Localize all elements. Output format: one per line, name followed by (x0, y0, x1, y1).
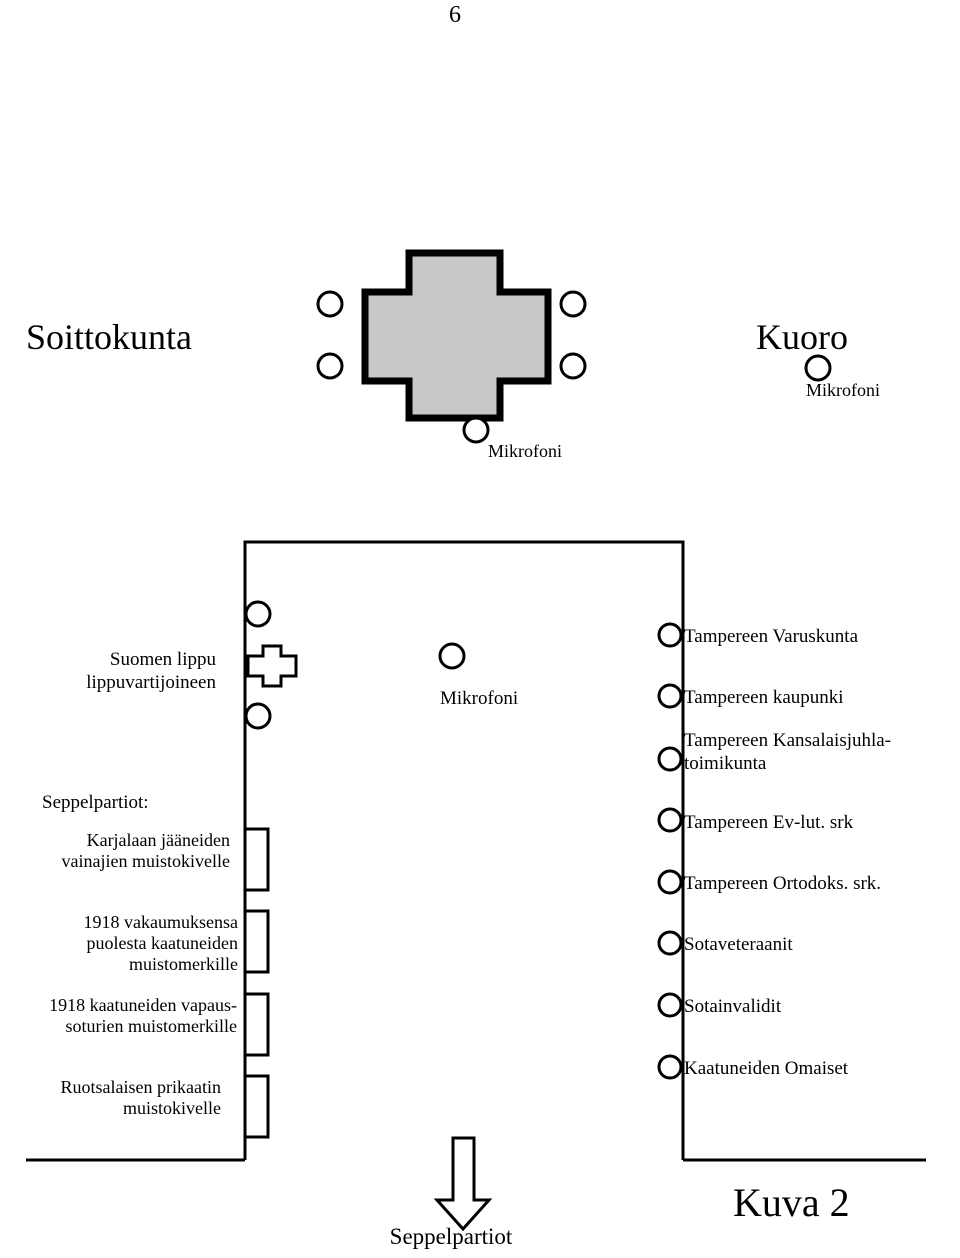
wreath-2-line3: muistomerkille (129, 954, 238, 974)
wreath-2-line1: 1918 vakaumuksensa (84, 912, 238, 932)
group-circle-6 (657, 930, 683, 956)
group-3-label-line1: Tampereen Kansalaisjuhla- (684, 730, 891, 751)
exit-label: Seppelpartiot (390, 1224, 513, 1249)
wreath-4-line1: Ruotsalaisen prikaatin (61, 1077, 221, 1097)
choir-microphone-label: Mikrofoni (806, 380, 880, 400)
ceremony-area-outline (243, 540, 685, 1160)
guard-circle-top-right (559, 290, 587, 318)
wreath-4-line2: muistokivelle (123, 1098, 221, 1118)
group-circle-3 (657, 746, 683, 772)
group-circle-4 (657, 807, 683, 833)
cross-microphone-label: Mikrofoni (488, 441, 562, 461)
wreath-1-line1: Karjalaan jääneiden (87, 830, 230, 850)
wreath-3-line2: soturien muistomerkille (66, 1016, 237, 1036)
wreath-position-2 (243, 909, 270, 974)
choir-label: Kuoro (756, 317, 848, 357)
flag-guard-circle-bottom (244, 702, 272, 730)
group-8-label: Kaatuneiden Omaiset (684, 1058, 849, 1079)
band-label: Soittokunta (26, 317, 192, 357)
group-2-label: Tampereen kaupunki (684, 687, 844, 708)
guard-circle-top-left (316, 290, 344, 318)
group-4-label: Tampereen Ev-lut. srk (684, 812, 854, 833)
wreath-2-line2: puolesta kaatuneiden (87, 933, 238, 953)
group-circle-5 (657, 869, 683, 895)
group-circle-2 (657, 683, 683, 709)
guard-circle-bottom-left (316, 352, 344, 380)
wreath-1-line2: vainajien muistokivelle (62, 851, 230, 871)
flag-label-line2: lippuvartijoineen (86, 672, 216, 693)
group-1-label: Tampereen Varuskunta (684, 626, 859, 647)
figure-label: Kuva 2 (733, 1180, 850, 1225)
cross-microphone-circle (462, 416, 490, 444)
group-3-label-line2: toimikunta (684, 753, 767, 774)
center-microphone-circle (438, 642, 466, 670)
guard-circle-bottom-right (559, 352, 587, 380)
wreath-heading: Seppelpartiot: (42, 792, 149, 813)
choir-microphone-circle (804, 354, 832, 382)
down-arrow-icon (433, 1136, 493, 1232)
flag-guard-circle-top (244, 600, 272, 628)
flag-label-line1: Suomen lippu (110, 649, 217, 670)
group-6-label: Sotaveteraanit (684, 934, 793, 955)
group-circle-8 (657, 1054, 683, 1080)
group-circle-1 (657, 622, 683, 648)
group-5-label: Tampereen Ortodoks. srk. (684, 873, 881, 894)
wreath-position-1 (243, 827, 270, 892)
group-7-label: Sotainvalidit (684, 996, 782, 1017)
page-number: 6 (449, 2, 461, 28)
flag-cross (246, 644, 298, 688)
memorial-cross (361, 249, 552, 422)
wreath-3-line1: 1918 kaatuneiden vapaus- (49, 995, 237, 1015)
group-circle-7 (657, 992, 683, 1018)
wreath-position-4 (243, 1074, 270, 1139)
wreath-position-3 (243, 992, 270, 1057)
center-microphone-label: Mikrofoni (440, 688, 518, 709)
